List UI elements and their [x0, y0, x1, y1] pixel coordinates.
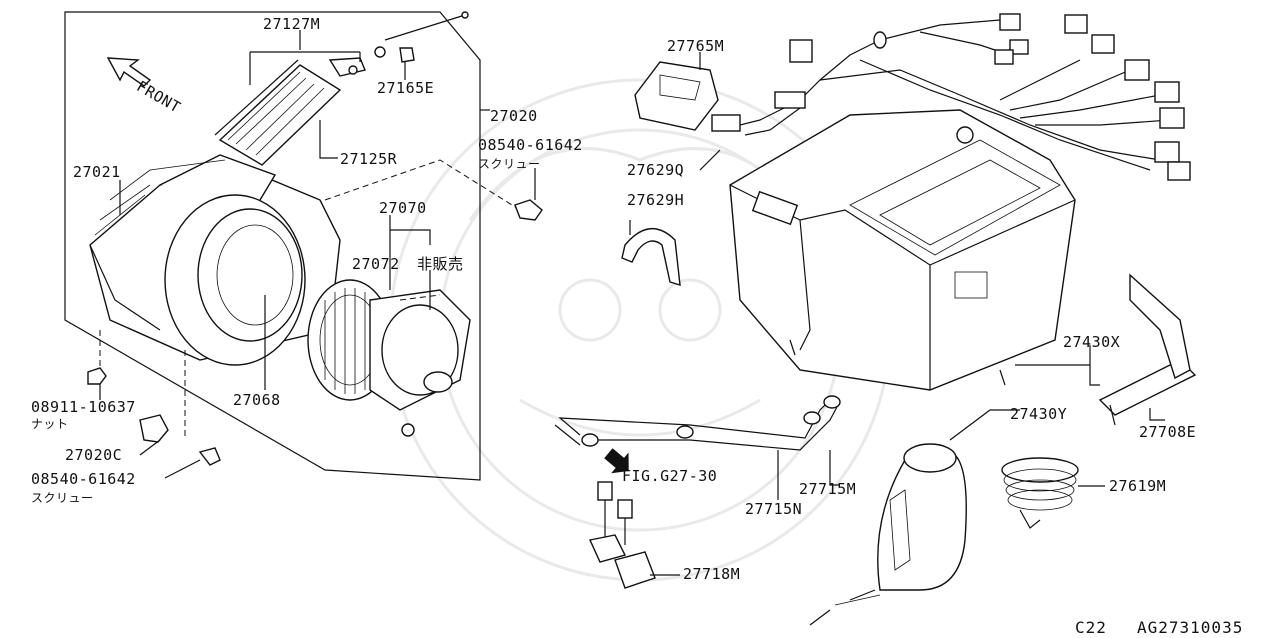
nut-drawing — [87, 330, 107, 400]
label-not-sold: 非販売 — [417, 255, 464, 273]
label-27629Q: 27629Q — [627, 161, 685, 179]
label-nut-part: 08911-10637 — [31, 398, 136, 416]
label-nut-text: ナット — [31, 417, 69, 431]
assembly-boundary — [64, 11, 481, 481]
label-screw-top-text: スクリュー — [478, 157, 541, 171]
label-27708E: 27708E — [1139, 423, 1197, 441]
label-27125R: 27125R — [340, 150, 398, 168]
fig-arrow-icon — [604, 448, 629, 474]
label-27165E: 27165E — [377, 79, 435, 97]
front-arrow-icon — [106, 57, 152, 87]
label-27020: 27020 — [490, 107, 538, 125]
label-code-ag: AG27310035 — [1137, 618, 1244, 637]
label-code-c22: C22 — [1075, 618, 1107, 637]
label-27715N: 27715N — [745, 500, 803, 518]
blower-case-drawing — [89, 154, 341, 366]
label-27020C: 27020C — [65, 446, 123, 464]
clip-drawing — [328, 11, 469, 77]
control-unit-drawing — [634, 52, 719, 131]
label-screw-bottom-text: スクリュー — [31, 491, 94, 505]
pipe-drawing — [554, 395, 841, 500]
label-27070: 27070 — [379, 199, 427, 217]
label-27021: 27021 — [73, 163, 121, 181]
clip-27629H-drawing — [621, 227, 681, 286]
bracket-drawing — [1098, 273, 1197, 426]
clip-27020C-drawing — [139, 350, 186, 456]
label-screw-part-top: 08540-61642 — [478, 136, 583, 154]
label-27127M: 27127M — [263, 15, 321, 33]
heater-unit-drawing — [729, 109, 1076, 391]
screw-bottom-drawing — [164, 447, 221, 479]
label-27765M: 27765M — [667, 37, 725, 55]
fan-motor-drawing — [307, 279, 471, 437]
label-27629H: 27629H — [627, 191, 685, 209]
label-27068: 27068 — [233, 391, 281, 409]
screw-top-drawing — [514, 168, 543, 221]
label-27072: 27072 — [352, 255, 400, 273]
duct-drawing — [809, 409, 1020, 626]
label-27430Y: 27430Y — [1010, 405, 1068, 423]
air-filter-drawing — [214, 59, 342, 166]
valve-drawing — [588, 481, 680, 589]
label-27619M: 27619M — [1109, 477, 1167, 495]
label-27718M: 27718M — [683, 565, 741, 583]
label-27715M: 27715M — [799, 480, 857, 498]
wire-harness-drawing — [711, 13, 1191, 181]
label-screw-part-bottom: 08540-61642 — [31, 470, 136, 488]
label-fig-ref: FIG.G27-30 — [622, 467, 718, 485]
hose-drawing — [1001, 457, 1105, 529]
label-27430X: 27430X — [1063, 333, 1121, 351]
